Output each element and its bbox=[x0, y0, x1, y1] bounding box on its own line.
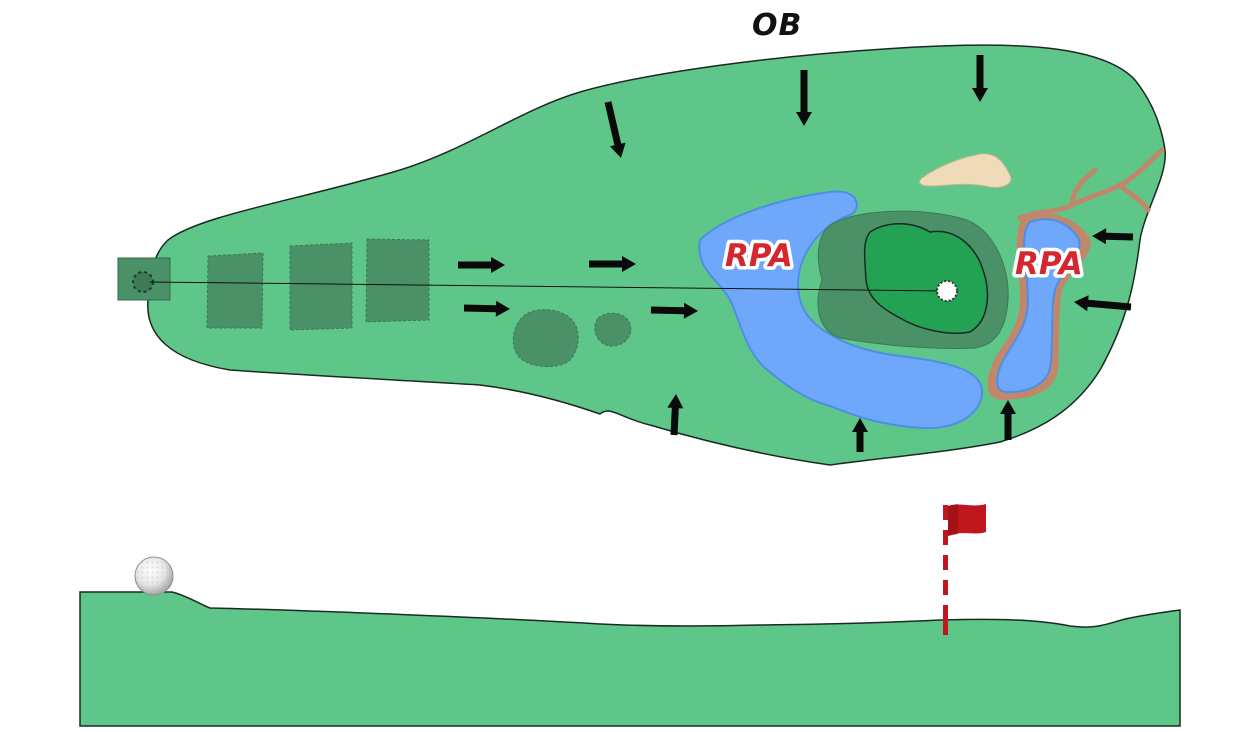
rough-patch-1 bbox=[206, 252, 264, 329]
water-hazard-left bbox=[698, 190, 984, 430]
hazard-left-label: RPA bbox=[725, 238, 793, 274]
arrow-icon bbox=[463, 300, 510, 317]
rough-mound-2 bbox=[594, 312, 632, 347]
ob-label: OB bbox=[752, 8, 803, 43]
putting-green bbox=[863, 223, 989, 334]
cart-path bbox=[1017, 147, 1165, 221]
rough-patch-3 bbox=[365, 238, 430, 323]
arrow-icon bbox=[667, 394, 684, 436]
arrow-icon bbox=[604, 101, 626, 158]
cup-icon bbox=[936, 280, 958, 302]
arrow-icon bbox=[852, 418, 868, 452]
arrow-icon bbox=[650, 302, 698, 319]
rough-patch-2 bbox=[289, 242, 353, 331]
arrow-icon bbox=[589, 256, 636, 272]
arrow-icon bbox=[458, 257, 505, 273]
arrow-icon bbox=[796, 70, 812, 126]
drop-zone-arrows bbox=[458, 55, 1134, 452]
golf-ball-icon bbox=[134, 556, 174, 596]
hazard-right-label: RPA bbox=[1015, 246, 1083, 282]
rough-mound-1 bbox=[512, 309, 579, 367]
arrow-icon bbox=[1092, 228, 1134, 245]
arrow-icon bbox=[972, 55, 988, 102]
flag-icon bbox=[943, 504, 986, 635]
water-hazard-right bbox=[996, 218, 1081, 394]
arrow-icon bbox=[1074, 295, 1132, 312]
rough-patches bbox=[206, 238, 632, 367]
arrow-icon bbox=[1000, 400, 1016, 440]
bunker bbox=[919, 153, 1012, 188]
play-line bbox=[149, 281, 947, 292]
elevation-profile bbox=[79, 591, 1181, 727]
